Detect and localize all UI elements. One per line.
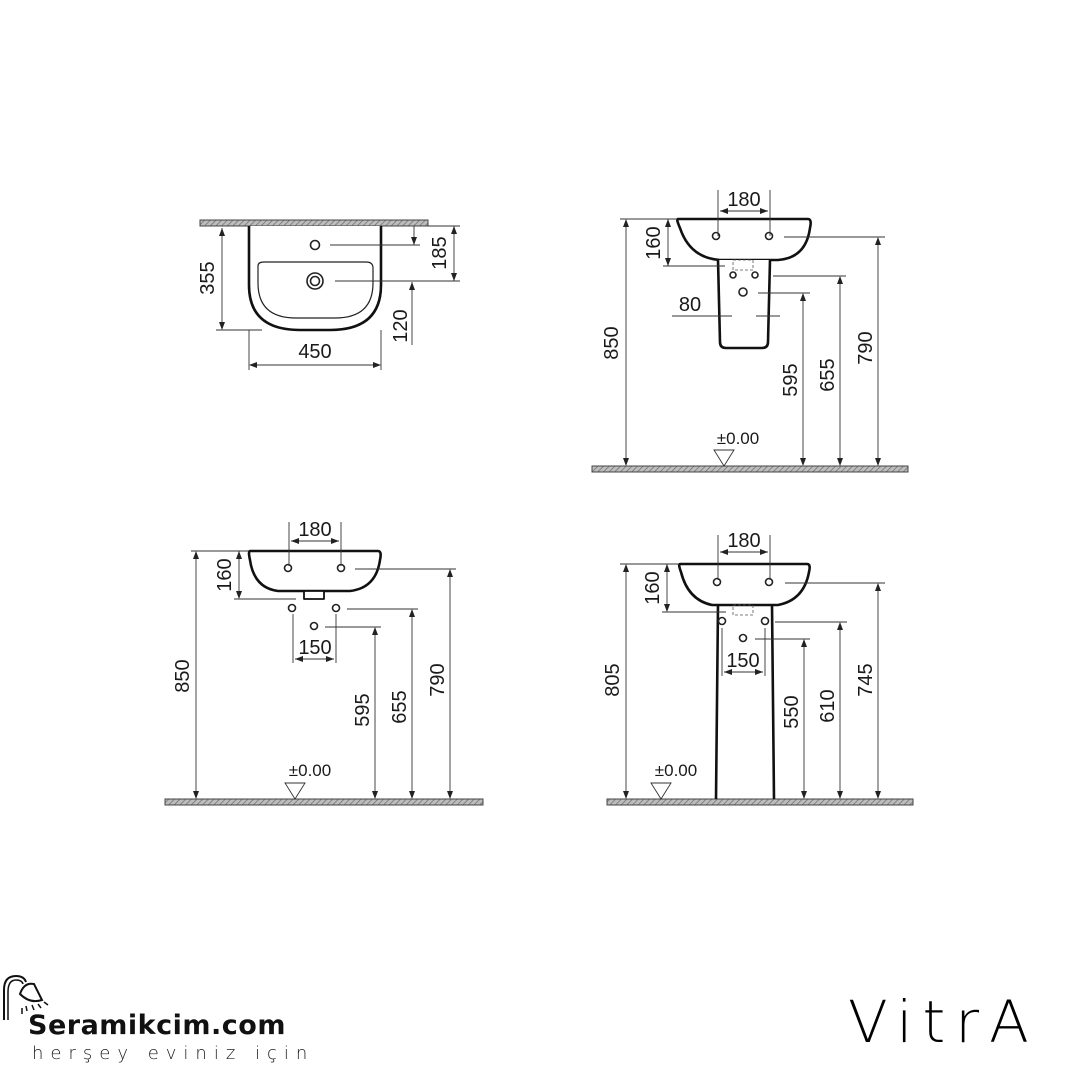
- dim-tap-spacing: 180: [727, 189, 760, 211]
- semi-pedestal-profile: [716, 259, 772, 350]
- dim-rim-height: 805: [602, 663, 624, 696]
- dim-supply-spacing: 150: [726, 650, 759, 672]
- vitra-brand-logo: VitrA: [848, 988, 1039, 1056]
- dim-rim-height: 850: [172, 659, 194, 692]
- dim-tap-height: 790: [855, 331, 877, 364]
- bowl-outline-top: [257, 261, 374, 319]
- floor-level-label: ±0.00: [289, 761, 331, 780]
- dim-basin-height: 160: [214, 558, 236, 591]
- dim-basin-height: 160: [642, 571, 664, 604]
- dim-basin-height: 160: [643, 226, 665, 259]
- dim-pedestal-gap: 80: [679, 294, 701, 316]
- dim-rim-height: 850: [601, 326, 623, 359]
- dim-tap-spacing: 180: [727, 530, 760, 552]
- dim-supply-height: 655: [817, 358, 839, 391]
- dim-tap-offset: 185: [429, 236, 451, 269]
- basin-profile: [247, 549, 382, 593]
- basin-profile: [677, 562, 811, 607]
- waste-inner: [309, 275, 321, 287]
- semi-pedestal-drawing: 180 160 80 850 595 655 790 ±0.00: [591, 189, 909, 473]
- dim-width: 450: [298, 341, 331, 363]
- full-pedestal-drawing: 180 160 150 805 550 610 745 ±0.00: [602, 530, 914, 806]
- shower-head-icon: [3, 974, 49, 1020]
- dim-tap-height: 790: [427, 663, 449, 696]
- dim-waste-height: 550: [781, 695, 803, 728]
- wall-hung-drawing: 180 160 150 850 595 655 790 ±0.00: [164, 519, 484, 806]
- dim-tap-spacing: 180: [298, 519, 331, 541]
- dim-tap-height: 745: [855, 663, 877, 696]
- store-logo-tagline: herşey eviniz için: [32, 1043, 315, 1064]
- top-view-drawing: 450 355 185 120: [197, 219, 460, 370]
- pedestal-profile: [714, 604, 776, 800]
- dim-supply-height: 610: [817, 689, 839, 722]
- dim-depth: 355: [197, 261, 219, 294]
- dim-supply-height: 655: [389, 690, 411, 723]
- dim-waste-offset: 120: [390, 309, 412, 342]
- dim-waste-height: 595: [780, 363, 802, 396]
- wall-hatch: [199, 219, 429, 227]
- floor-level-label: ±0.00: [717, 429, 759, 448]
- dim-supply-spacing: 150: [298, 637, 331, 659]
- basin-profile: [676, 217, 812, 262]
- dimension-arrowheads: [193, 208, 881, 799]
- store-logo-name: Seramikcim.com: [28, 1010, 286, 1041]
- dim-waste-height: 595: [352, 693, 374, 726]
- tap-hole: [309, 239, 321, 251]
- floor-level-label: ±0.00: [655, 761, 697, 780]
